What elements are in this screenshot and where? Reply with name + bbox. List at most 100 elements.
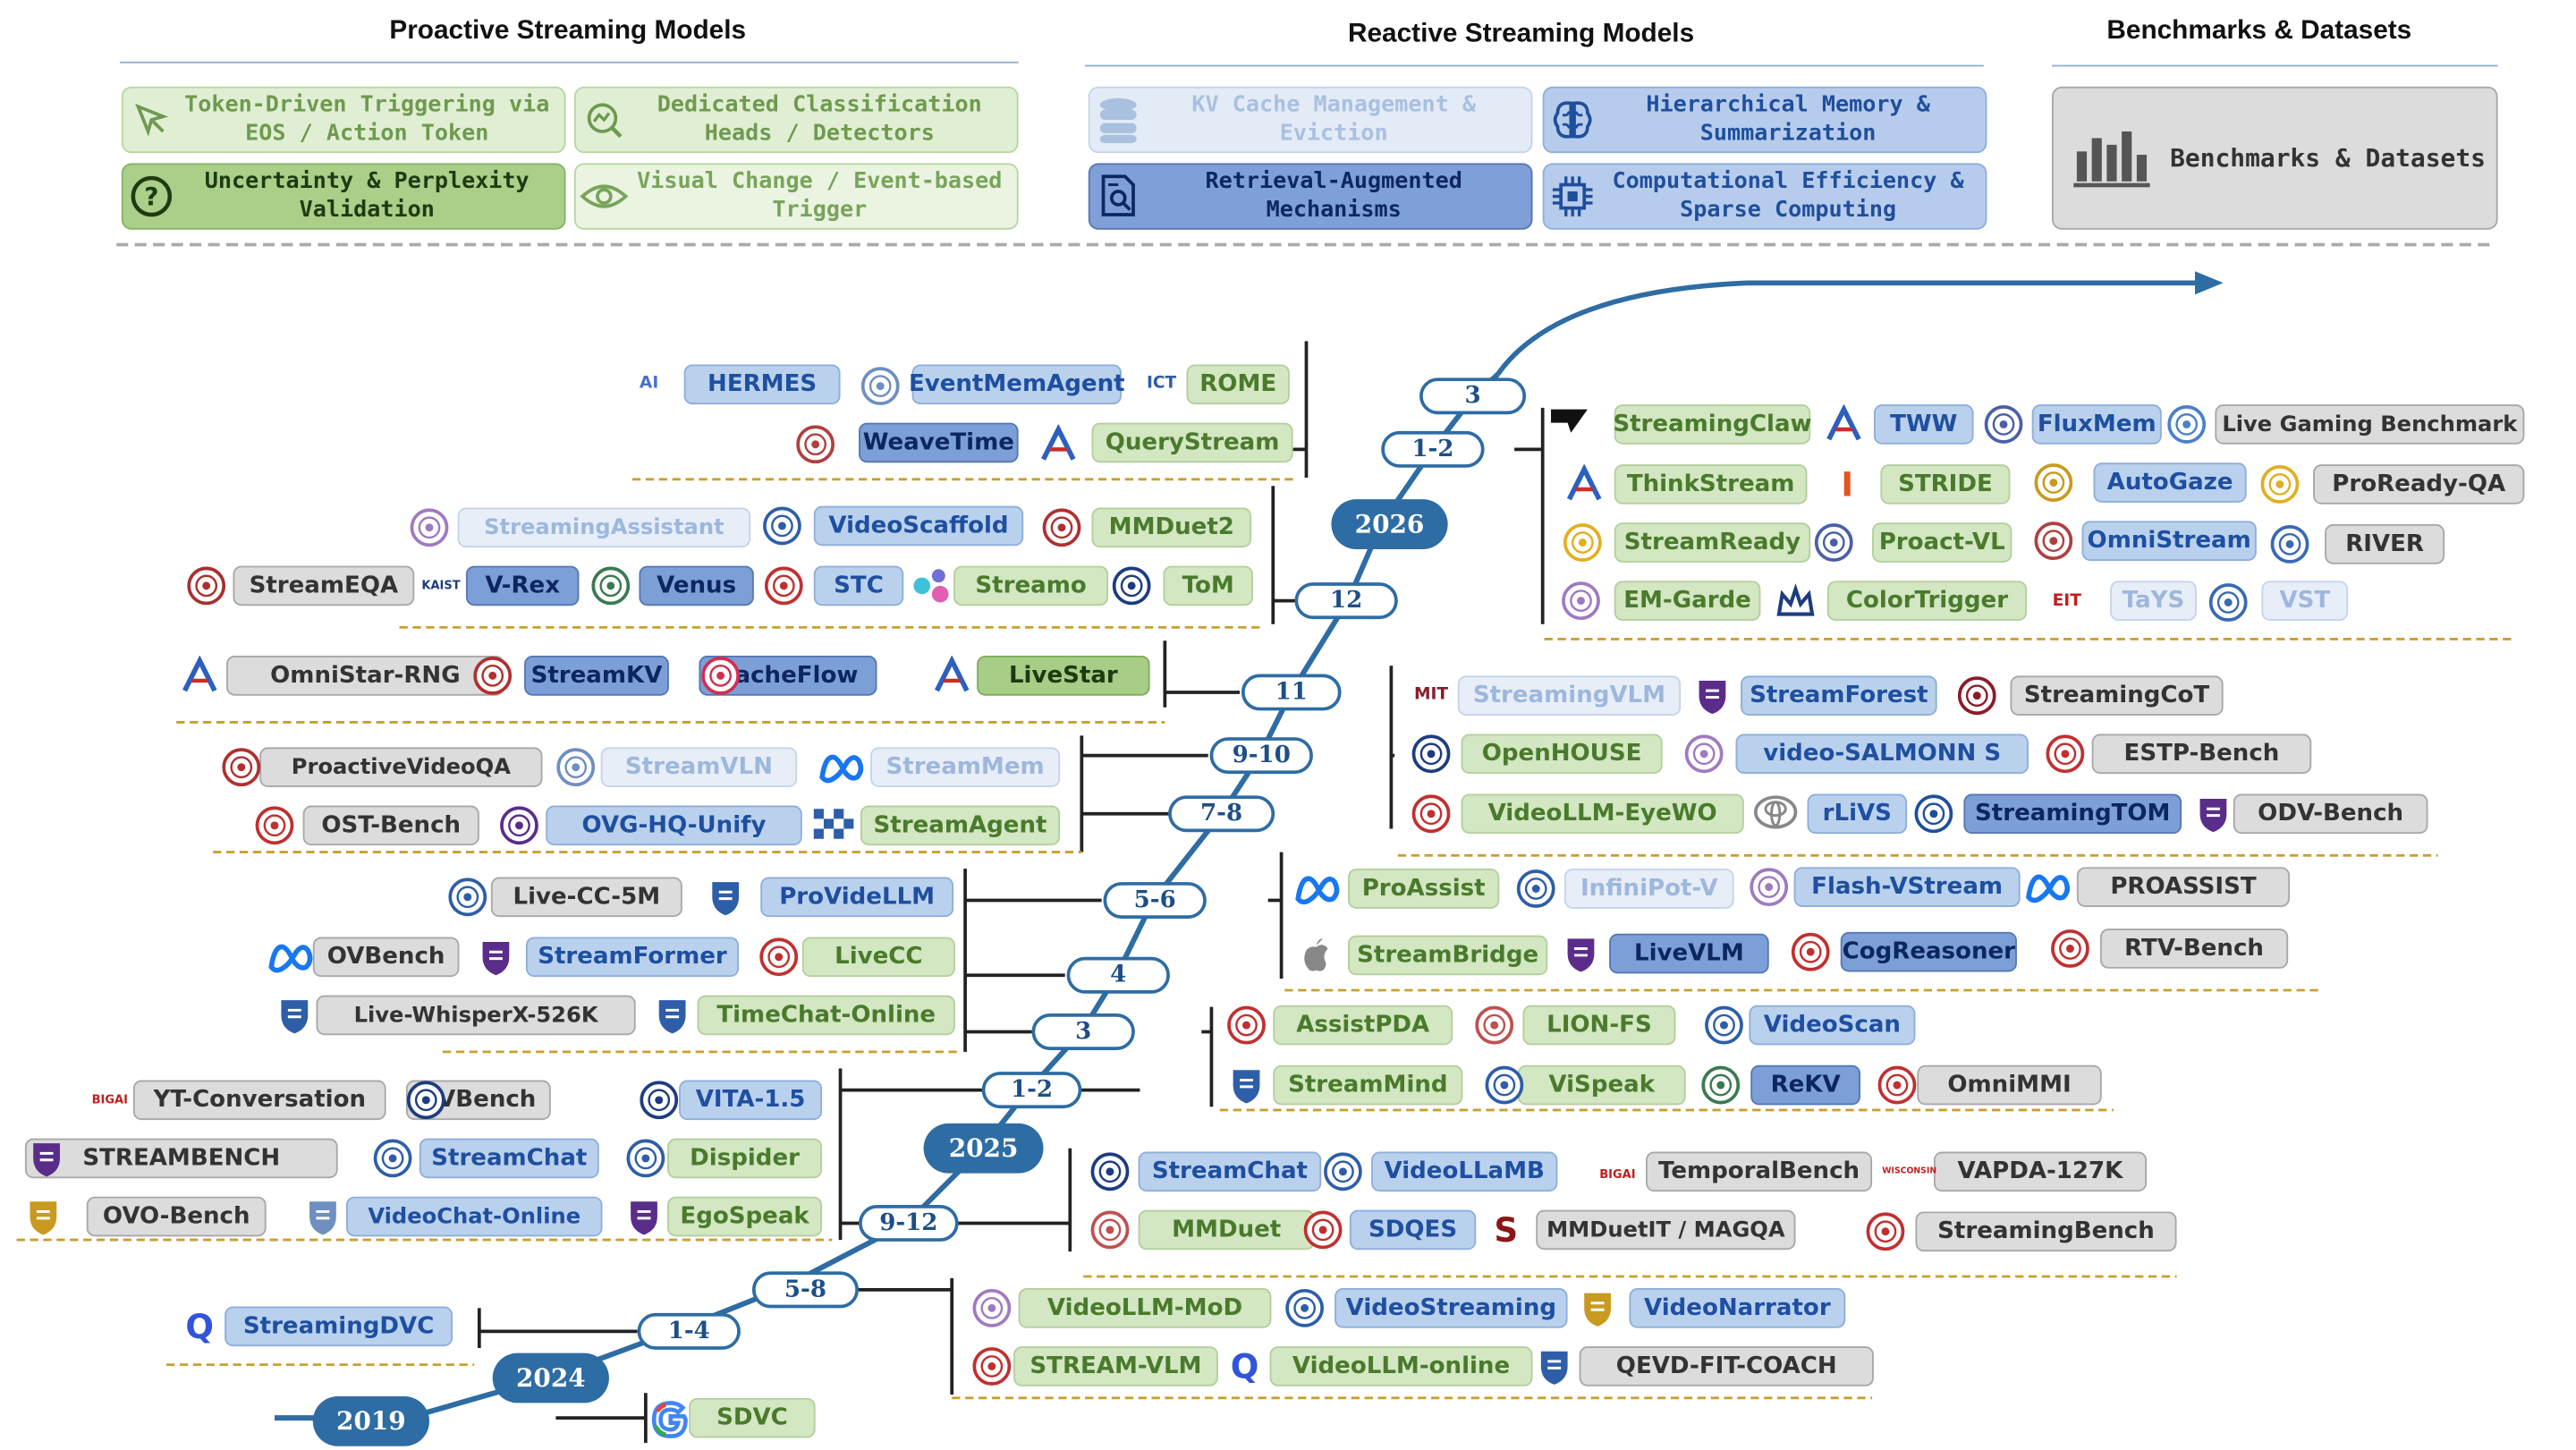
paper-node-streamvln: StreamVLN <box>600 747 798 788</box>
paper-node-proactivevideoqa: ProactiveVideoQA <box>259 747 543 788</box>
paper-node-streamingclaw: StreamingClaw <box>1613 404 1812 445</box>
wisconsin-logo: WISCONSIN <box>1882 1151 1936 1191</box>
university-shield-logo <box>1561 934 1601 974</box>
university-seal-logo <box>555 747 596 787</box>
paper-node-assistpda: AssistPDA <box>1273 1005 1453 1046</box>
logo-text: KAIST <box>421 579 461 593</box>
header-rule <box>2051 64 2498 67</box>
brain-icon <box>1545 97 1601 143</box>
university-seal-logo <box>1700 1065 1741 1106</box>
period-pill: 1-2 <box>981 1072 1082 1109</box>
paper-node-egospeak: EgoSpeak <box>667 1196 823 1237</box>
university-seal-logo <box>762 506 802 547</box>
paper-node-flash-vstream: Flash-VStream <box>1793 867 2021 907</box>
paper-node-providellm: ProVideLLM <box>760 877 954 918</box>
university-shield-logo <box>1226 1065 1267 1106</box>
paper-node-streamingbench: StreamingBench <box>1915 1211 2177 1252</box>
streamo-logo <box>911 566 951 606</box>
university-seal-logo <box>1226 1005 1267 1046</box>
paper-node-querystream: QueryStream <box>1091 422 1293 463</box>
university-shield-logo <box>1692 675 1733 716</box>
toyota-logo <box>1753 793 1798 834</box>
paper-node-temporalbench: TemporalBench <box>1646 1151 1873 1192</box>
paper-node-sdvc: SDVC <box>689 1397 816 1438</box>
category-database: KV Cache Management & Eviction <box>1088 86 1533 154</box>
paper-node-videollamb: VideoLLaMB <box>1371 1151 1558 1192</box>
paper-node-streamingtom: StreamingTOM <box>1963 793 2182 835</box>
lab-a-logo <box>1038 423 1079 464</box>
paper-node-streammind: StreamMind <box>1273 1064 1463 1106</box>
period-pill: 12 <box>1294 582 1398 620</box>
paper-node-yt-conversation: YT-Conversation <box>132 1080 386 1121</box>
category-chip: Computational Efficiency & Sparse Comput… <box>1542 163 1987 230</box>
paper-node-ovbench: OVBench <box>312 937 460 978</box>
paper-node-thinkstream: ThinkStream <box>1614 464 1808 505</box>
university-shield-logo <box>1534 1346 1574 1386</box>
paper-node-streamingassistant: StreamingAssistant <box>457 507 751 548</box>
paper-node-videollm-online: VideoLLM-online <box>1269 1346 1533 1386</box>
university-seal-logo <box>373 1139 413 1179</box>
paper-node-cogreasoner: CogReasoner <box>1840 931 2017 972</box>
paper-node-vst: VST <box>2261 581 2349 621</box>
year-badge: 2026 <box>1331 499 1448 549</box>
university-seal-logo <box>972 1288 1013 1328</box>
paper-node-proready-qa: ProReady-QA <box>2313 464 2525 505</box>
year-badge: 2024 <box>492 1352 609 1403</box>
paper-node-video-salmonn-s: video-SALMONN S <box>1735 733 2029 775</box>
paper-node-stc: STC <box>813 565 904 606</box>
period-pill: 11 <box>1241 674 1342 711</box>
university-seal-logo <box>2208 582 2249 623</box>
bracket-logo <box>1547 403 1588 443</box>
university-seal-logo <box>1411 733 1452 774</box>
logo-text: AI <box>639 374 659 394</box>
paper-node-streamingcot: StreamingCoT <box>2010 675 2224 717</box>
qualcomm-logo: Q <box>180 1306 220 1346</box>
university-seal-logo <box>2034 462 2074 503</box>
checker-logo <box>810 805 854 845</box>
university-seal-logo <box>1090 1151 1131 1191</box>
category-label: Dedicated Classification Heads / Detecto… <box>657 91 982 147</box>
svg-text:?: ? <box>144 182 158 211</box>
paper-node-rekv: ReKV <box>1750 1064 1861 1106</box>
university-seal-logo <box>499 805 539 845</box>
lab-a-logo <box>180 655 220 696</box>
university-seal-logo <box>410 507 450 547</box>
paper-node-omnistream: OmniStream <box>2081 521 2257 561</box>
university-shield-logo <box>23 1197 64 1237</box>
university-seal-logo <box>2260 464 2301 505</box>
university-seal-logo <box>639 1080 679 1120</box>
paper-node-streambridge: StreamBridge <box>1348 935 1548 976</box>
paper-node-streamready: StreamReady <box>1614 522 1811 563</box>
period-pill: 1-4 <box>637 1312 741 1350</box>
stanford-logo: S <box>1486 1210 1526 1251</box>
paper-node-vita-1-5: VITA-1.5 <box>679 1080 823 1121</box>
university-shield-logo <box>27 1139 67 1179</box>
paper-node-mmduetit-magqa: MMDuetIT / MAGQA <box>1536 1209 1796 1251</box>
paper-node-streamchat: StreamChat <box>419 1138 599 1179</box>
category-label: Token-Driven Triggering via EOS / Action… <box>184 91 550 147</box>
period-pill: 9-10 <box>1209 737 1313 775</box>
meta-logo <box>818 747 864 787</box>
meta-logo <box>267 937 313 977</box>
paper-node-weavetime: WeaveTime <box>859 422 1019 463</box>
bar-chart-icon <box>2054 128 2170 188</box>
university-seal-logo <box>972 1346 1013 1386</box>
period-pill: 5-8 <box>751 1271 860 1309</box>
header-rule <box>1085 64 1984 67</box>
logo-text: BIGAI <box>1599 1168 1636 1182</box>
paper-node-proact-vl: Proact-VL <box>1872 522 2012 563</box>
university-seal-logo <box>221 747 261 787</box>
period-pill: 9-12 <box>859 1205 959 1242</box>
paper-node-videollm-mod: VideoLLM-MoD <box>1018 1288 1272 1328</box>
category-question: ?Uncertainty & Perplexity Validation <box>121 163 566 230</box>
university-seal-logo <box>700 656 741 696</box>
university-seal-logo <box>472 656 513 696</box>
category-brain: Hierarchical Memory & Summarization <box>1542 86 1987 154</box>
question-icon: ? <box>123 173 180 219</box>
logo-text: EIT <box>2052 592 2081 611</box>
paper-node-streamingvlm: StreamingVLM <box>1457 675 1682 717</box>
university-seal-logo <box>1112 566 1152 606</box>
category-label: KV Cache Management & Eviction <box>1191 91 1476 147</box>
bigai-logo: BIGAI <box>1594 1155 1640 1195</box>
